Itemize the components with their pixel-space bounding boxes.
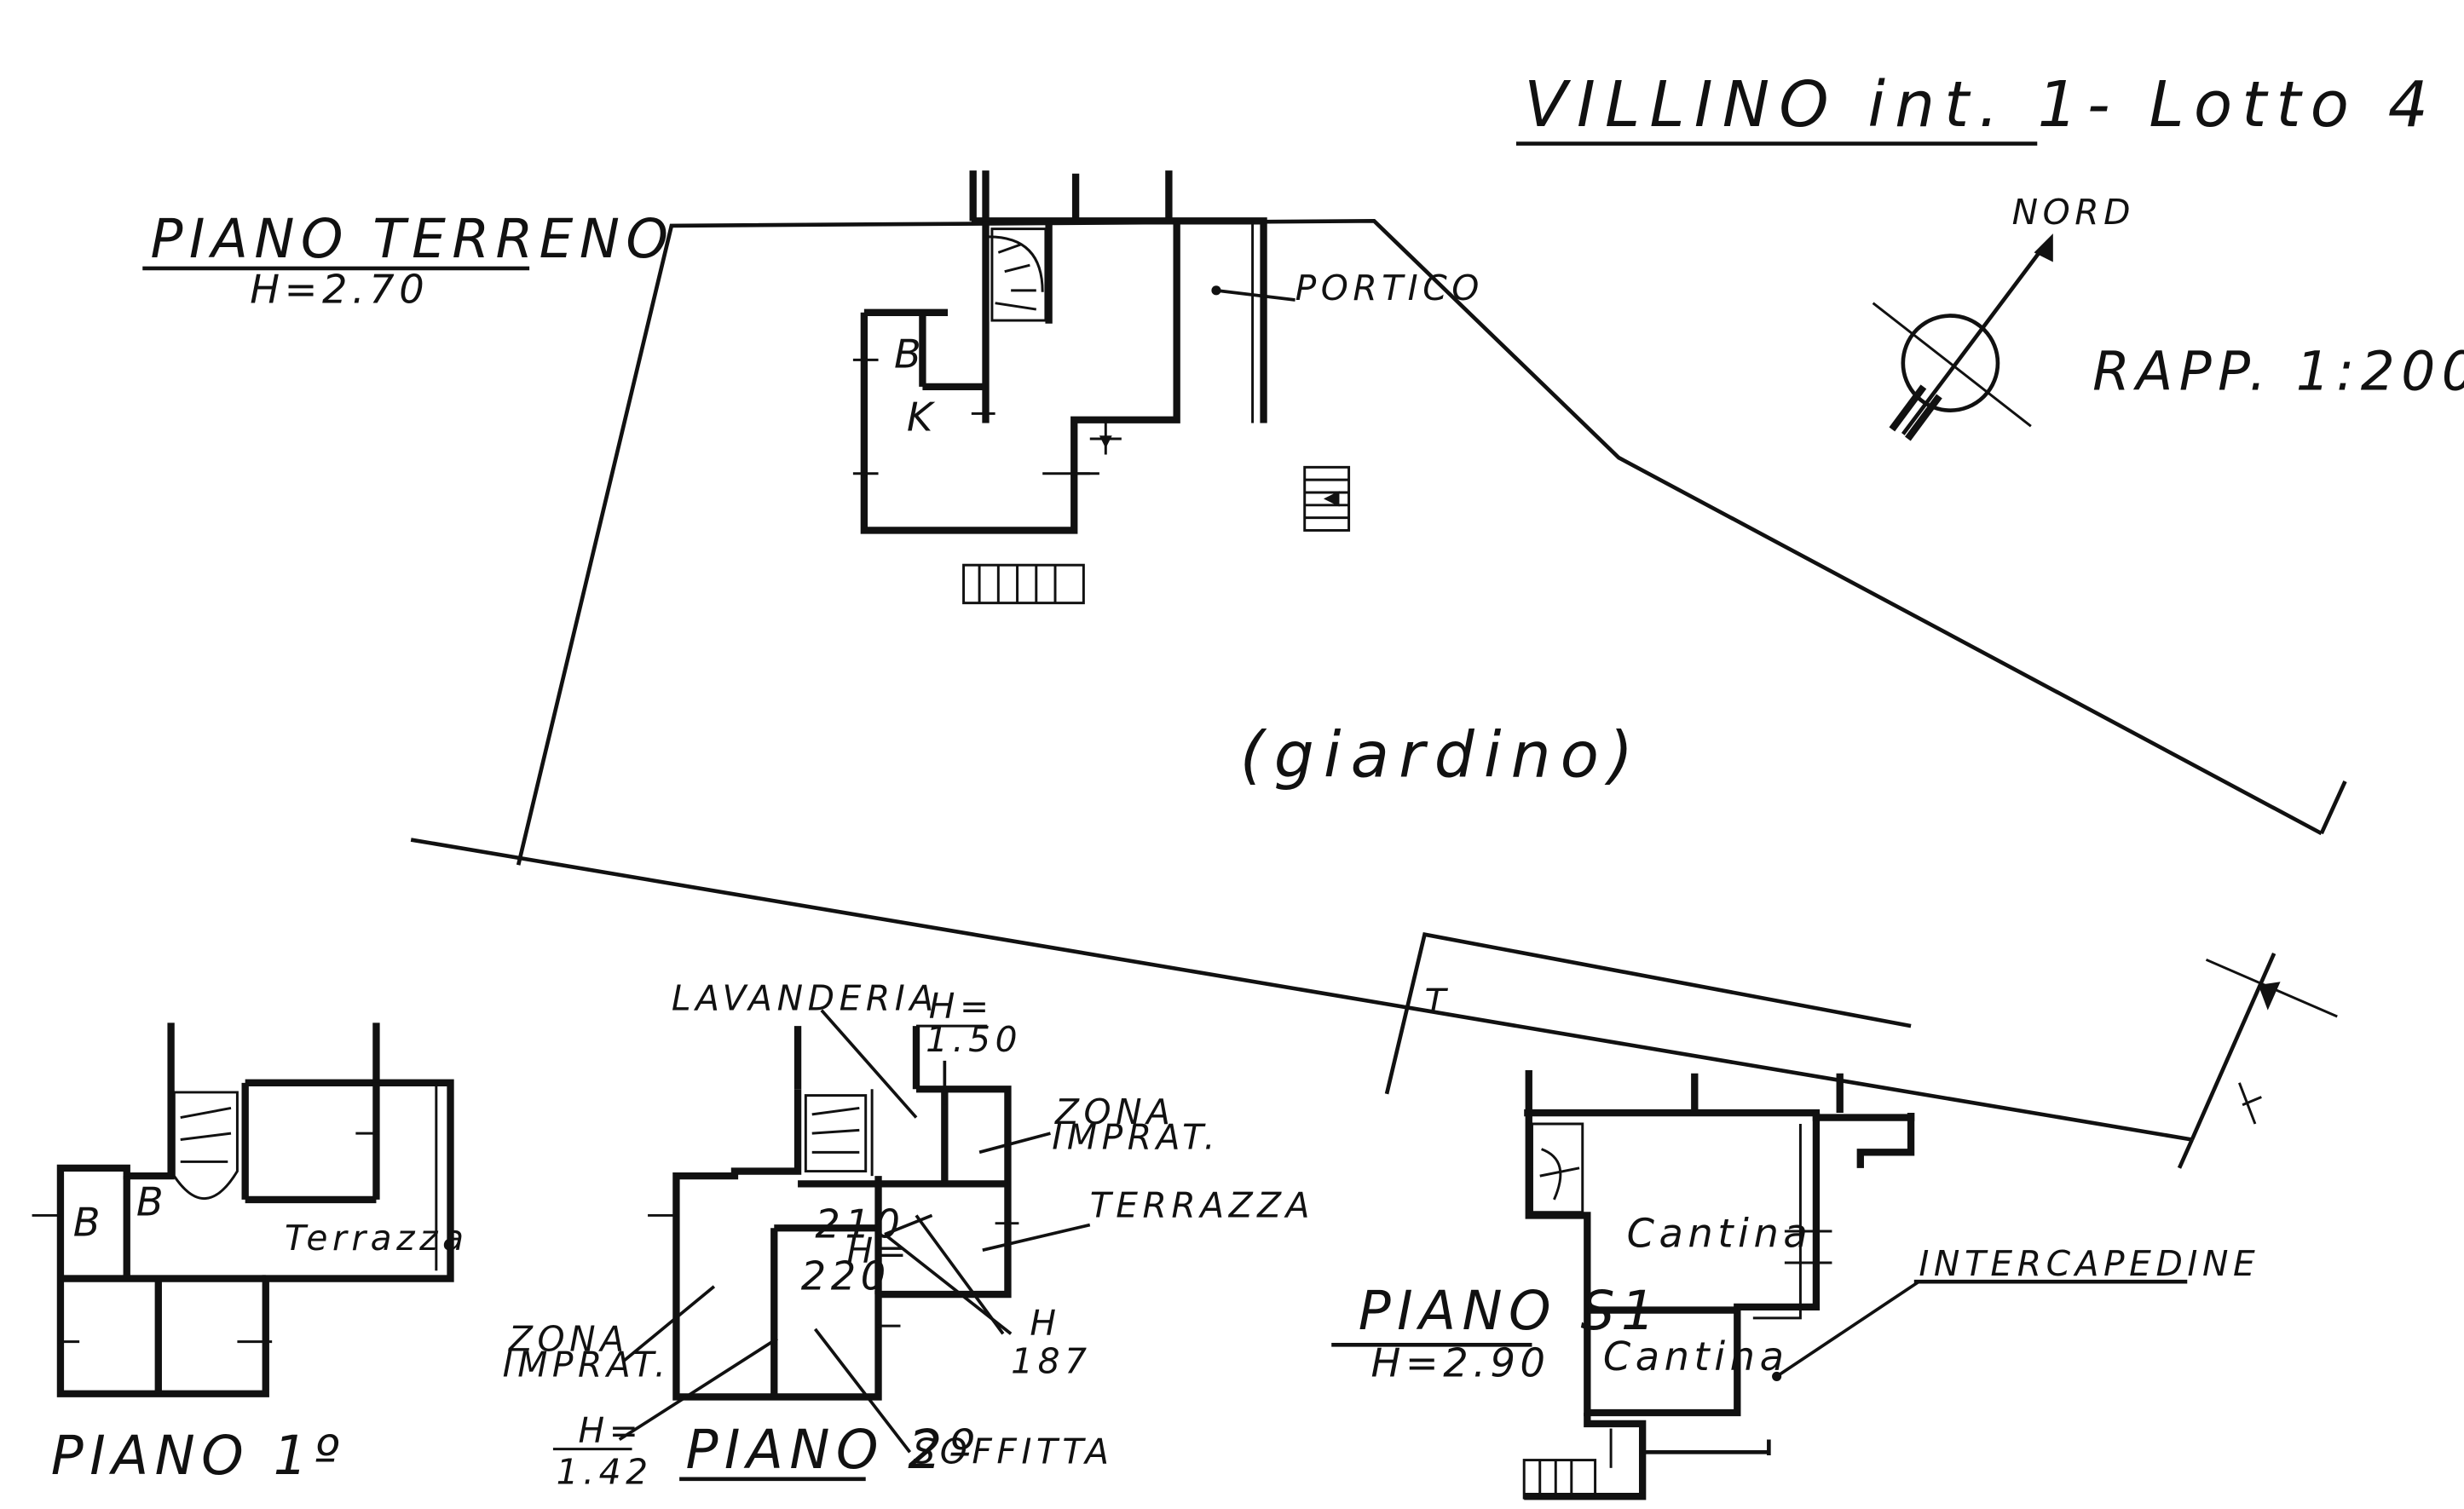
second-terrace-label: TERRAZZA [1090, 1184, 1314, 1225]
svg-text:T: T [1425, 981, 1451, 1022]
ground-floor-height: H=2.70 [250, 267, 429, 313]
laundry-leader [820, 1009, 918, 1119]
h150-value: 1.50 [926, 1019, 1022, 1060]
basement-cellar-1-label: Cantina [1627, 1210, 1813, 1256]
north-arrow [1872, 233, 2053, 441]
cavity-label: INTERCAPEDINE [1919, 1243, 2259, 1284]
first-bath-2-label: B [136, 1178, 168, 1224]
zona-imprat-right-line2: IMPRAT. [1052, 1117, 1220, 1158]
dim-210: 210 [815, 1201, 904, 1247]
ground-bath-label: B [894, 331, 926, 377]
first-bath-1-label: B [73, 1200, 105, 1246]
zona-imprat-left-line2: IMPRAT. [503, 1344, 671, 1385]
north-label: NORD [2012, 192, 2135, 233]
scale-label: RAPP. 1:200 [2092, 341, 2464, 403]
basement-title: PIANO S1 [1359, 1280, 1662, 1342]
h220-prefix: H= [846, 1230, 911, 1271]
laundry-label: LAVANDERIA [672, 978, 938, 1019]
first-floor-plan [32, 1022, 454, 1397]
zona-imprat-left-line1: ZONA [508, 1319, 629, 1360]
basement-plan [1522, 1070, 1915, 1500]
ground-kitchen-label: K [907, 395, 938, 441]
h142-prefix: H= [579, 1410, 643, 1451]
h142-value: 1.42 [557, 1451, 653, 1492]
first-floor-title: PIANO 1º [51, 1425, 345, 1487]
ground-floor-plan [852, 170, 1351, 605]
lot-boundary: T [410, 219, 2347, 1169]
h187-prefix: H [1030, 1303, 1060, 1344]
h187-leaders [883, 1213, 1013, 1335]
h220-value: 220 [801, 1253, 891, 1299]
attic-label: SOFFITTA [913, 1431, 1113, 1472]
ground-floor-title: PIANO TERRENO [151, 208, 675, 270]
drawing-title: VILLINO int. 1- Lotto 4 [1524, 68, 2438, 141]
basement-height: H=2.90 [1371, 1339, 1550, 1385]
porch-label: PORTICO [1295, 268, 1484, 308]
zona-imprat-right-line1: ZONA [1054, 1091, 1175, 1132]
h187-value: 187 [1011, 1341, 1091, 1382]
garden-label: (giardino) [1240, 718, 1642, 792]
basement-cellar-2-label: Cantina [1603, 1333, 1789, 1379]
h150-prefix: H= [929, 986, 994, 1027]
first-terrace-label: Terrazza [285, 1218, 469, 1258]
second-floor-title: PIANO 2º [686, 1419, 980, 1481]
